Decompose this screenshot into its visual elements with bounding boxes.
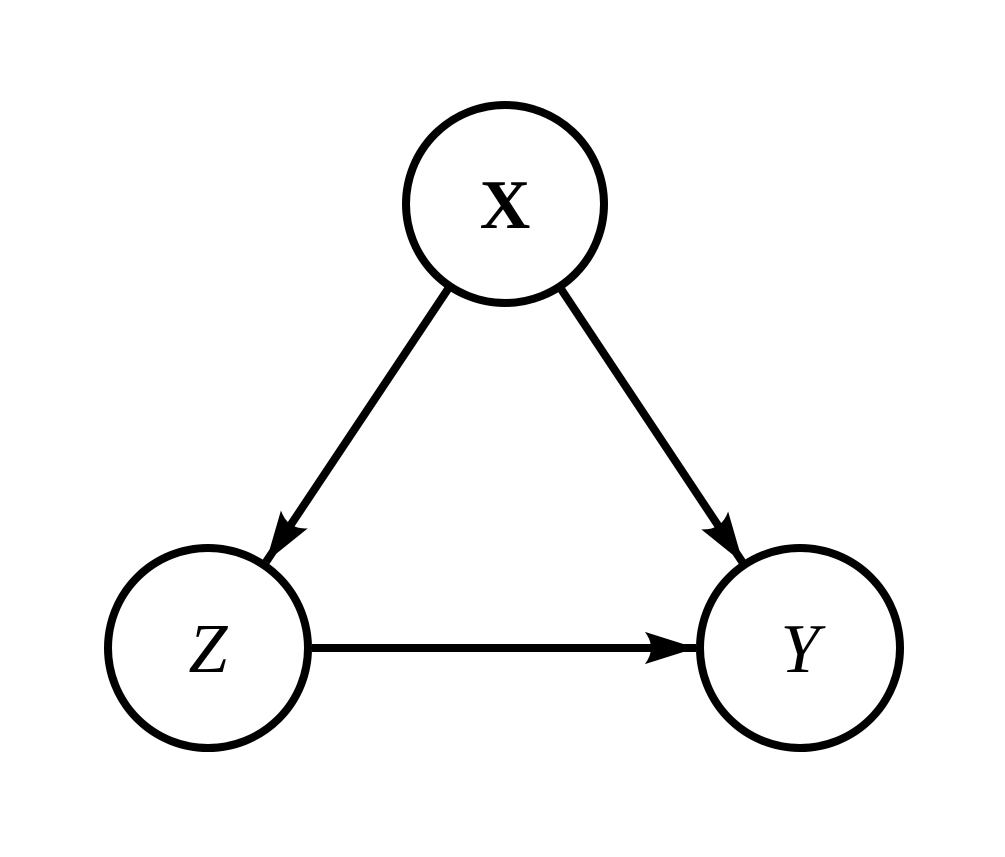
node-X-label: X <box>480 167 531 244</box>
edge-X-to-Y <box>557 286 747 566</box>
edge-X-to-Z <box>262 286 452 565</box>
node-Y-circle <box>696 544 904 752</box>
node-Z-circle <box>104 544 312 752</box>
node-X-circle <box>402 101 608 307</box>
node-Z-label: Z <box>189 611 229 688</box>
node-Y-label: Y <box>781 611 827 688</box>
